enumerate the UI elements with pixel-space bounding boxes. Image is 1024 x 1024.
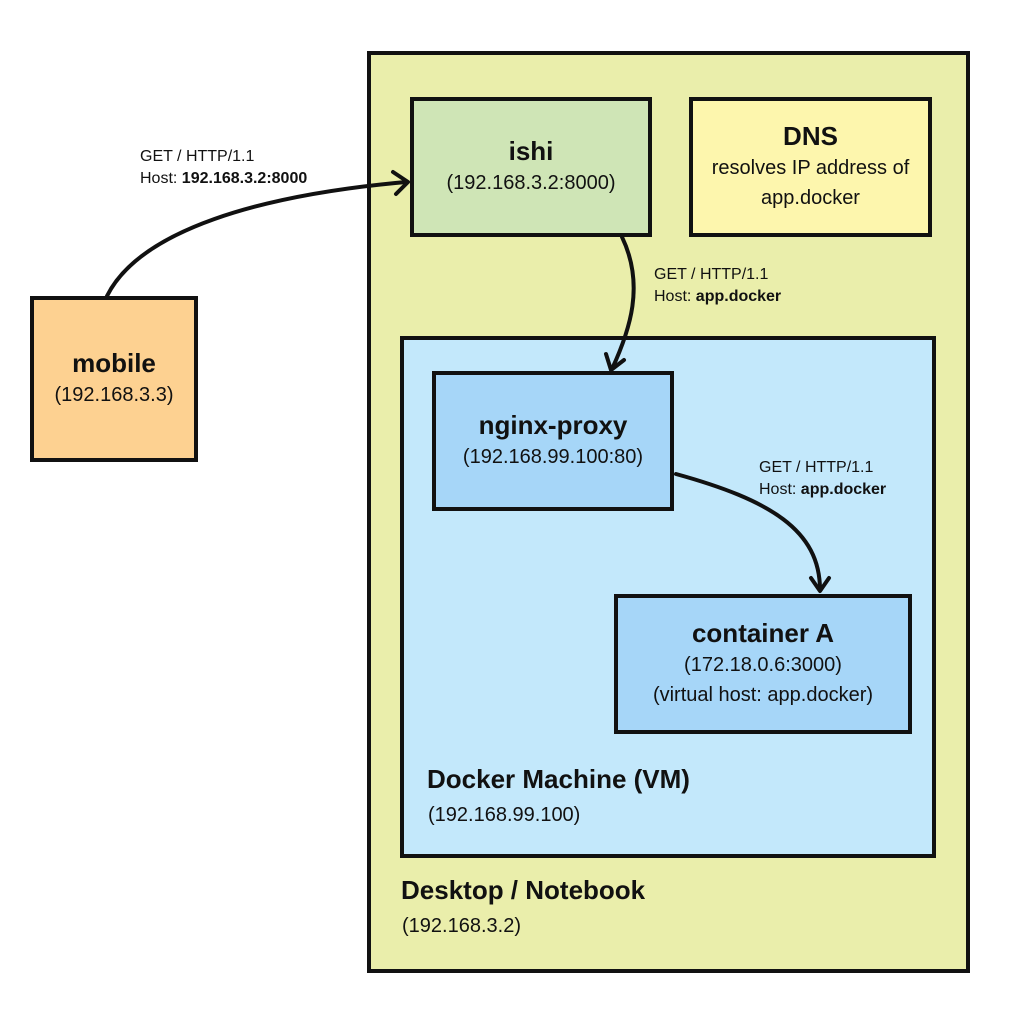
ishi-address: (192.168.3.2:8000) bbox=[446, 171, 616, 194]
desktop-notebook-title: Desktop / Notebook bbox=[401, 875, 646, 905]
arrowhead-mobile-to-ishi bbox=[391, 170, 410, 196]
docker-machine-title: Docker Machine (VM) bbox=[427, 764, 690, 794]
nginx-proxy-node[interactable]: nginx-proxy (192.168.99.100:80) bbox=[432, 371, 674, 511]
container-a-title: container A bbox=[691, 618, 835, 649]
arrow-ishi-to-nginx bbox=[610, 235, 636, 371]
container-a-virtual-host: (virtual host: app.docker) bbox=[652, 683, 874, 706]
dns-description-line1: resolves IP address of bbox=[711, 156, 910, 179]
arrowhead-ishi-to-nginx bbox=[604, 352, 626, 372]
edge-request: GET / HTTP/1.1 bbox=[140, 148, 255, 165]
edge-label-mobile-to-ishi: GET / HTTP/1.1 Host: 192.168.3.2:8000 bbox=[140, 146, 307, 190]
edge-label-ishi-to-nginx: GET / HTTP/1.1 Host: app.docker bbox=[654, 264, 781, 308]
edge-host: app.docker bbox=[800, 481, 887, 498]
mobile-node[interactable]: mobile (192.168.3.3) bbox=[30, 296, 198, 462]
mobile-title: mobile bbox=[72, 348, 156, 379]
edge-host-prefix: Host: bbox=[654, 288, 696, 305]
dns-description-line2: app.docker bbox=[761, 186, 860, 209]
edge-request: GET / HTTP/1.1 bbox=[759, 459, 874, 476]
arrow-nginx-to-container-a bbox=[674, 472, 822, 592]
dns-node[interactable]: DNS resolves IP address of app.docker bbox=[689, 97, 932, 237]
desktop-notebook-ip: (192.168.3.2) bbox=[402, 915, 521, 937]
mobile-address: (192.168.3.3) bbox=[54, 383, 174, 406]
container-a-node[interactable]: container A (172.18.0.6:3000) (virtual h… bbox=[614, 594, 912, 734]
edge-host-prefix: Host: bbox=[140, 170, 182, 187]
edge-host: 192.168.3.2:8000 bbox=[181, 170, 308, 187]
docker-machine-ip: (192.168.99.100) bbox=[428, 804, 581, 826]
arrow-mobile-to-ishi bbox=[105, 180, 408, 298]
nginx-proxy-address: (192.168.99.100:80) bbox=[462, 445, 644, 468]
dns-title: DNS bbox=[783, 121, 838, 152]
container-a-address: (172.18.0.6:3000) bbox=[684, 653, 842, 676]
nginx-proxy-title: nginx-proxy bbox=[478, 410, 628, 441]
ishi-title: ishi bbox=[508, 136, 554, 167]
ishi-node[interactable]: ishi (192.168.3.2:8000) bbox=[410, 97, 652, 237]
arrowhead-nginx-to-container-a bbox=[809, 576, 831, 593]
edge-request: GET / HTTP/1.1 bbox=[654, 266, 769, 283]
edge-host: app.docker bbox=[695, 288, 782, 305]
edge-label-nginx-to-container-a: GET / HTTP/1.1 Host: app.docker bbox=[759, 457, 886, 501]
edge-host-prefix: Host: bbox=[759, 481, 801, 498]
